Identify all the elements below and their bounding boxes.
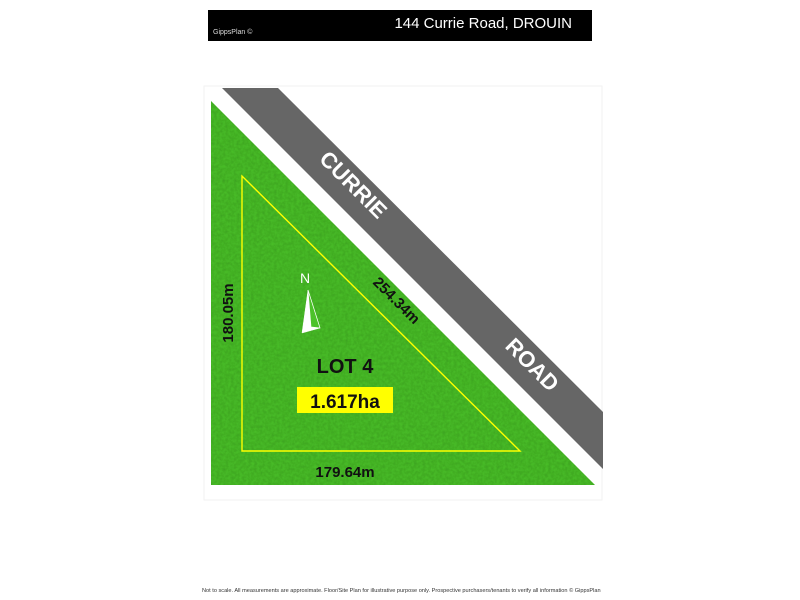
area-badge [297,387,393,413]
lot-boundary [241,174,522,452]
area-value: 1.617ha [310,392,380,413]
road-band [222,88,603,469]
lot-label: LOT 4 [317,356,375,378]
brand-label: GippsPlan © [213,29,253,36]
header-banner: GippsPlan © 144 Currie Road, DROUIN [208,10,592,41]
disclaimer: Not to scale. All measurements are appro… [202,588,601,594]
property-address: 144 Currie Road, DROUIN [394,15,572,32]
grass-lot [211,101,595,485]
plan-frame [203,85,603,501]
dimension-south: 179.64m [315,464,374,481]
dimension-west: 180.05m [220,283,237,342]
north-arrow-icon [301,289,321,334]
north-label: N [300,270,310,286]
